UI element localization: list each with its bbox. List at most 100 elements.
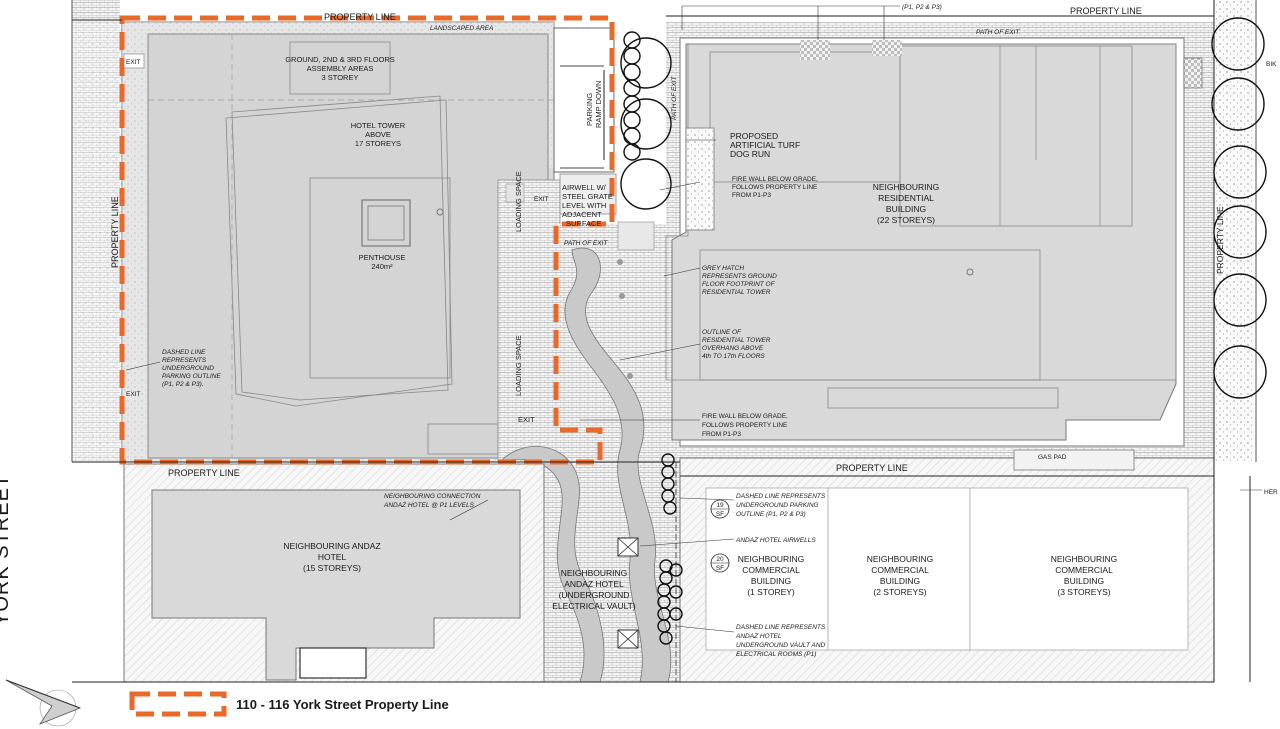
legend-label: 110 - 116 York Street Property Line [236, 697, 449, 712]
andaz-line-1: NEIGHBOURING ANDAZ [283, 541, 380, 551]
path-of-exit-label-vertical: PATH OF EXIT [671, 76, 678, 120]
walk-pad [617, 221, 655, 251]
residential-tower-footprint [671, 43, 1177, 441]
andaz-entrance [299, 647, 367, 679]
p-levels-top: (P1, P2 & P3) [902, 4, 942, 11]
vault-note-line-2: ANDAZ HOTEL [735, 633, 782, 640]
commercial-1-line-3: BUILDING [751, 576, 791, 586]
commercial-3-line-1: NEIGHBOURING [1051, 554, 1118, 564]
sf-19-label: SF [716, 511, 724, 518]
bollard [619, 293, 625, 299]
dashed-note-line-4: PARKING OUTLINE [162, 373, 221, 380]
commercial-2-line-4: (2 STOREYS) [873, 587, 926, 597]
commercial-2-line-3: BUILDING [880, 576, 920, 586]
tower-line-3: 17 STOREYS [355, 139, 401, 148]
penthouse-inner [367, 205, 405, 241]
dog-run-area [685, 127, 715, 231]
right-planting-strip [1214, 0, 1254, 462]
dashed-note-line-3: UNDERGROUND [162, 365, 214, 372]
airwell-line-1: AIRWELL W/ [562, 183, 607, 192]
assembly-line-3: 3 STOREY [322, 73, 359, 82]
fire-wall-2-line-1: FIRE WALL BELOW GRADE, [702, 413, 788, 420]
vault-note-line-1: DASHED LINE REPRESENTS [736, 624, 826, 631]
her-label: HER [1264, 489, 1278, 496]
airwell-line-5: SURFACE [566, 219, 601, 228]
vault-line-4: ELECTRICAL VAULT) [552, 601, 636, 611]
commercial-1-line-4: (1 STOREY) [747, 587, 795, 597]
vault-note-line-3: UNDERGROUND VAULT AND [736, 642, 826, 649]
grey-hatch-line-3: FLOOR FOOTPRINT OF [702, 281, 776, 288]
residential-line-1: NEIGHBOURING [873, 182, 940, 192]
loading-space-label-top: LOADING SPACE [514, 171, 523, 232]
tower-core [309, 177, 451, 379]
commercial-building-3 [969, 487, 1189, 651]
fire-wall-1-line-3: FROM P1-P3 [732, 192, 771, 199]
assembly-box [289, 41, 391, 95]
commercial-2-line-1: NEIGHBOURING [867, 554, 934, 564]
andaz-connection-line-1: NEIGHBOURING CONNECTION [384, 493, 481, 500]
dog-run-line-2: ARTIFICIAL TURF [730, 140, 800, 150]
bike-rack [1183, 57, 1203, 89]
exit-label-left: EXIT [126, 391, 140, 398]
penthouse-area: 240m² [371, 262, 393, 271]
ramp-label-1: PARKING [585, 93, 594, 126]
assembly-line-2: ASSEMBLY AREAS [307, 64, 374, 73]
tower-outline-b [225, 99, 453, 407]
exit-label-top-left: EXIT [126, 59, 140, 66]
bollard [627, 373, 633, 379]
vault-line-3: (UNDERGROUND [559, 590, 630, 600]
parking-outline-line-3: OUTLINE (P1, P2 & P3) [736, 511, 806, 518]
dashed-note-line-2: REPRESENTS [162, 357, 207, 364]
outline-line-1: OUTLINE OF [702, 329, 742, 336]
grey-hatch-line-2: REPRESENTS GROUND [702, 273, 777, 280]
tower-line-2: ABOVE [365, 130, 391, 139]
tree-column-right [1211, 17, 1267, 399]
property-line-label-far-right: PROPERTY LINE [1215, 206, 1225, 274]
street-name: YORK STREET [0, 474, 13, 626]
vault-line-1: NEIGHBOURING [561, 568, 628, 578]
commercial-2-line-2: COMMERCIAL [871, 565, 929, 575]
tower-line-1: HOTEL TOWER [351, 121, 406, 130]
exit-label-loading: EXIT [534, 196, 548, 203]
tree-column-ramp [620, 31, 672, 210]
fire-wall-2-line-3: FROM P1-P3 [702, 431, 741, 438]
north-arrow-icon [5, 679, 82, 727]
path-of-exit-label-mid: PATH OF EXIT [976, 29, 1020, 36]
exit-pad [505, 183, 525, 203]
leader-lines [125, 5, 1262, 633]
vault-line-2: ANDAZ HOTEL [564, 579, 624, 589]
exit-label-bottom: EXIT [518, 415, 535, 424]
residential-line-2: RESIDENTIAL [878, 193, 934, 203]
outline-line-3: OVERHANG ABOVE [702, 345, 764, 352]
dashed-note-line-5: (P1, P2 & P3). [162, 381, 204, 388]
andaz-hotel-building [151, 489, 521, 681]
ramp-label-2: RAMP DOWN [594, 81, 603, 128]
penthouse-box [361, 199, 411, 247]
residential-line-3: BUILDING [886, 204, 926, 214]
property-line-label-top-left: PROPERTY LINE [324, 12, 396, 22]
landscaped-area-label: LANDSCAPED AREA [430, 25, 493, 32]
airwell-x [617, 537, 639, 557]
fire-wall-2-line-2: FOLLOWS PROPERTY LINE [702, 422, 788, 429]
fire-wall-1-line-2: FOLLOWS PROPERTY LINE [732, 184, 818, 191]
dashed-note-line-1: DASHED LINE [162, 349, 206, 356]
airwell-line-4: ADJACENT [562, 210, 602, 219]
podium-strip [827, 387, 1059, 409]
dog-run-line-1: PROPOSED [730, 131, 778, 141]
property-line-label-left: PROPERTY LINE [110, 196, 120, 268]
tree-column-lower [657, 453, 683, 645]
airwell-x [617, 629, 639, 649]
exit-marker-top-left [123, 53, 145, 69]
commercial-1-line-1: NEIGHBOURING [738, 554, 805, 564]
andaz-line-2: HOTEL [318, 552, 347, 562]
commercial-3-line-2: COMMERCIAL [1055, 565, 1113, 575]
parking-ramp [553, 27, 615, 173]
bike-label: BIK [1266, 61, 1277, 68]
loading-space-label-bottom: LOADING SPACE [514, 335, 523, 396]
airwells-label: ANDAZ HOTEL AIRWELLS [735, 537, 816, 544]
airwell-grate [559, 173, 617, 215]
grey-hatch-line-1: GREY HATCH [702, 265, 744, 272]
property-line-label-top-right: PROPERTY LINE [1070, 6, 1142, 16]
column-marker [966, 268, 974, 276]
